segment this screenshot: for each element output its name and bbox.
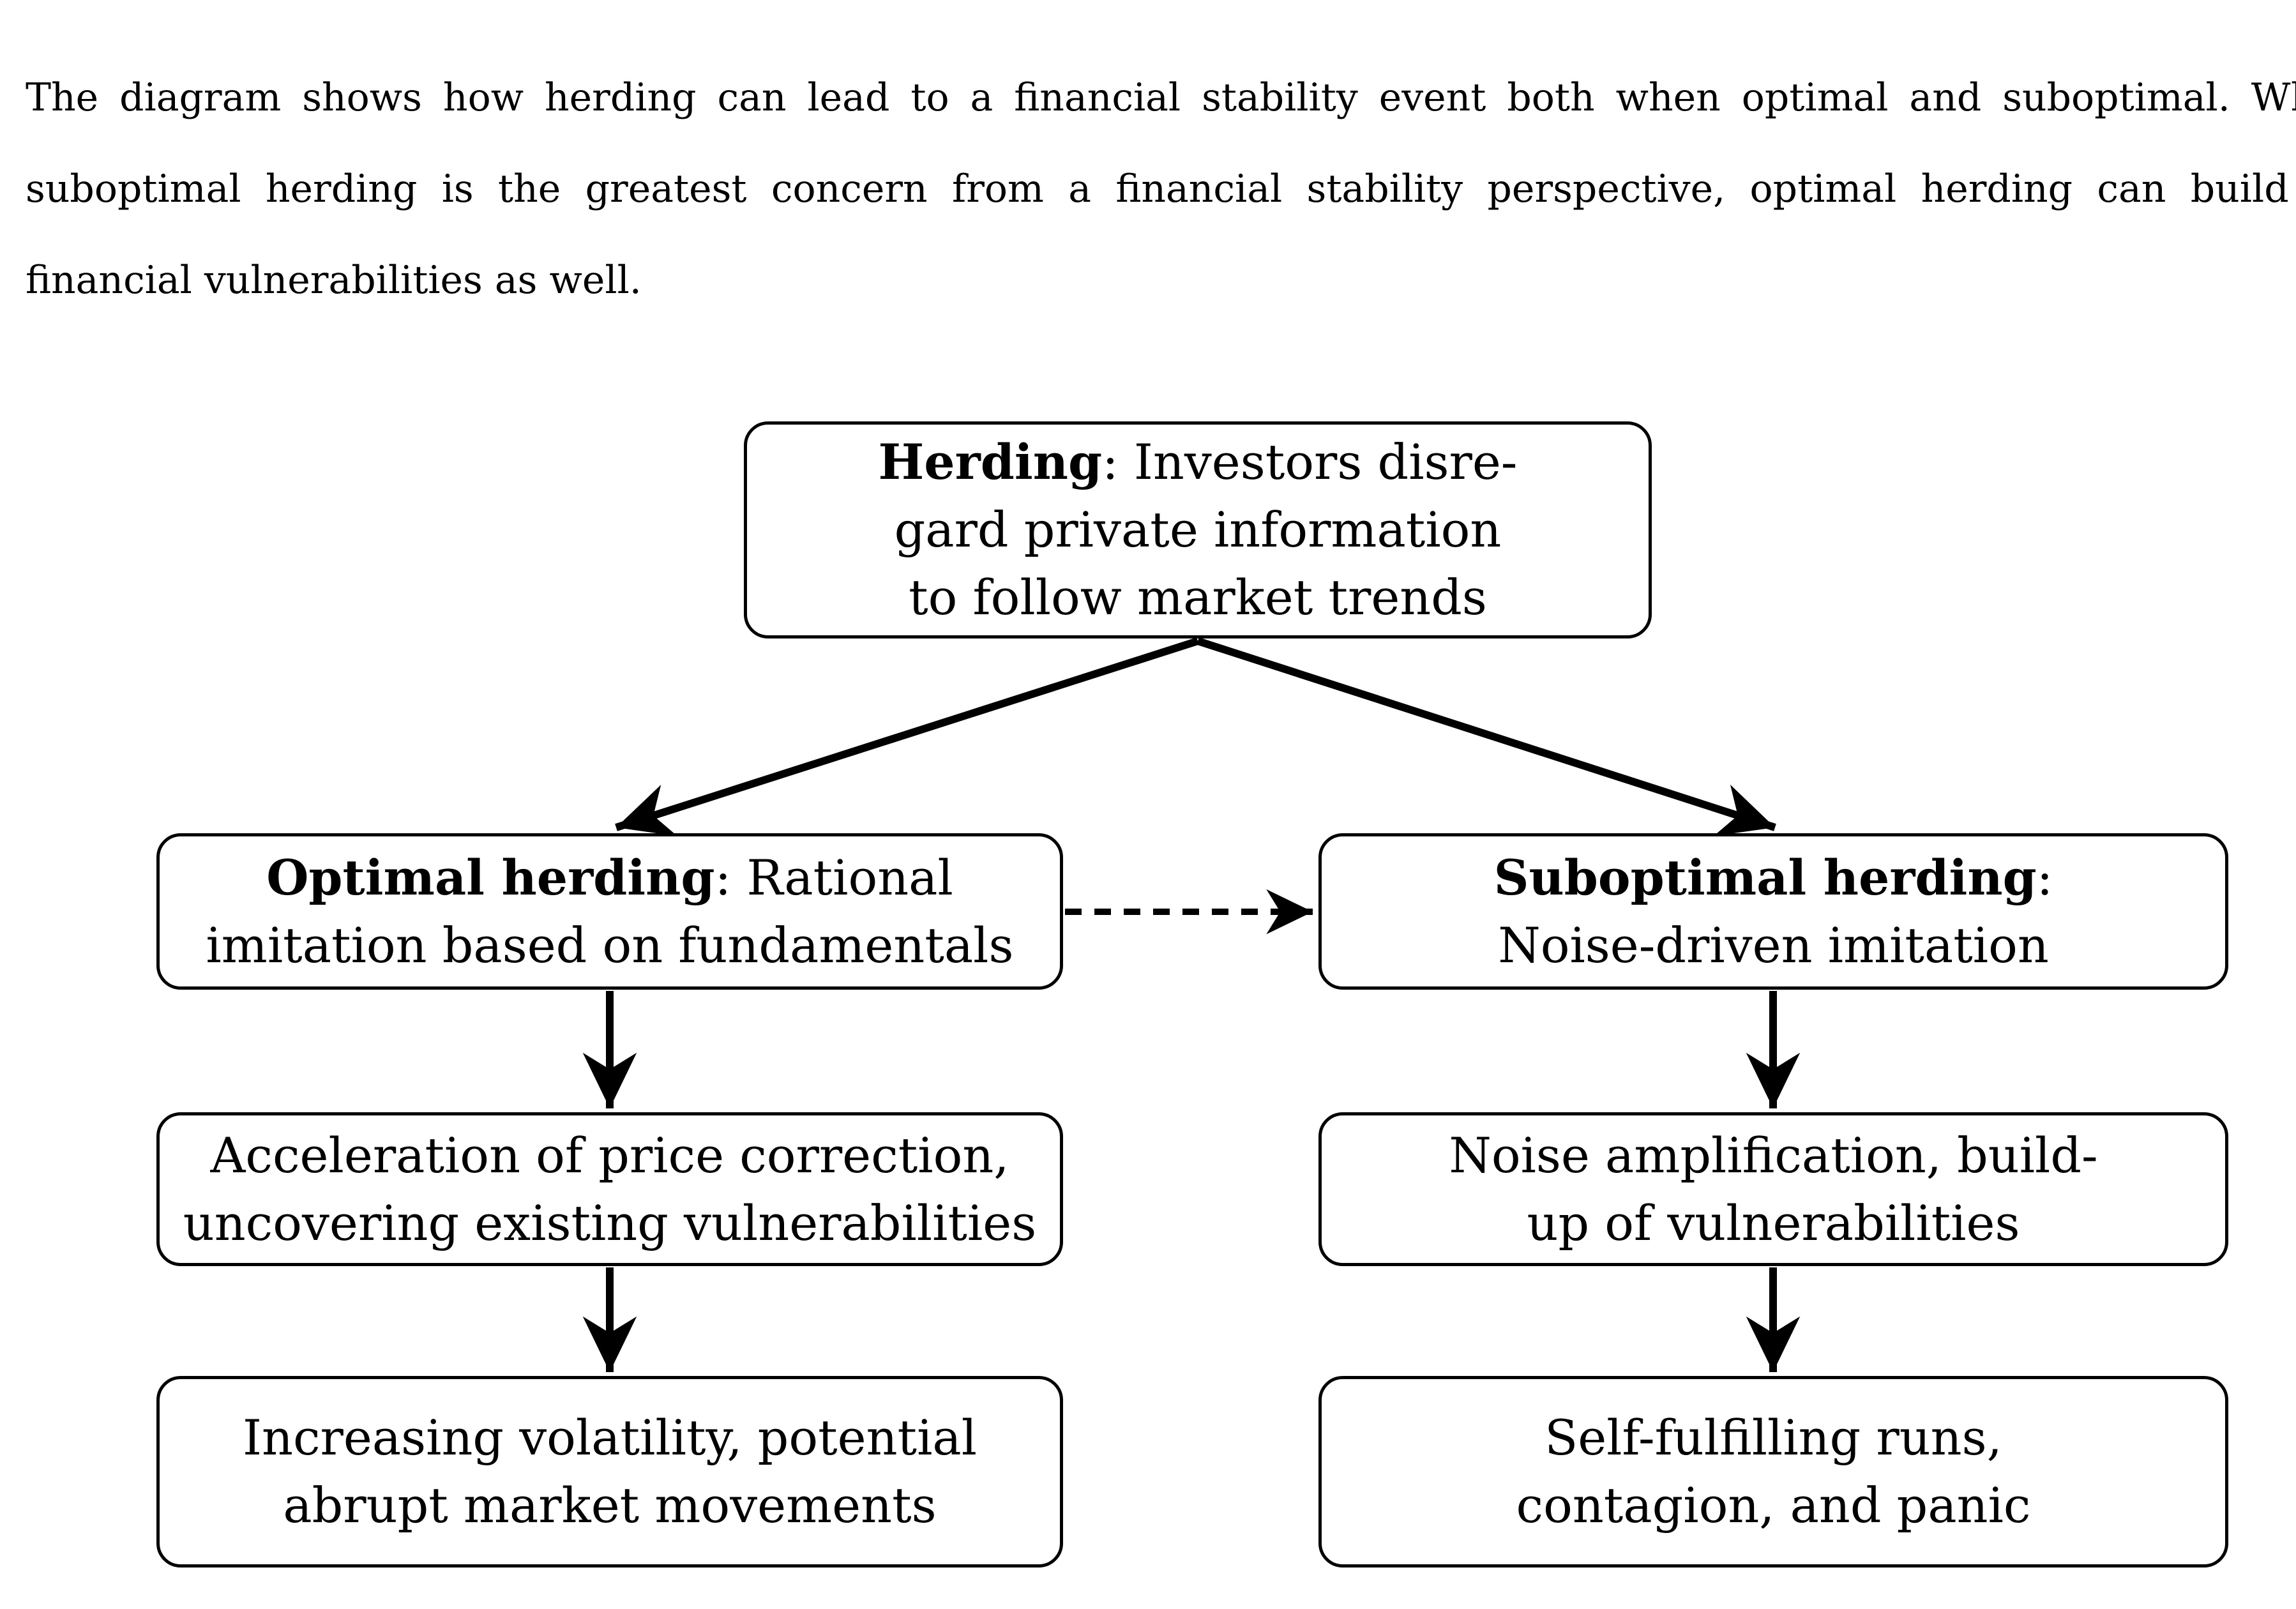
node-label-line: gard private information [894,501,1502,558]
intro-line-3: financial vulnerabilities as well. [26,258,642,303]
intro-line-1: The diagram shows how herding can lead t… [26,75,2296,120]
node-noise-amplification: Noise amplification, build-up of vulnera… [1318,1112,2228,1266]
node-label-line: imitation based on fundamentals [206,916,1014,974]
node-label-line: uncovering existing vulnerabilities [183,1194,1037,1251]
node-price-correction: Acceleration of price correction, uncover… [156,1112,1063,1266]
node-label-line: Herding: Investors disre- [878,434,1518,490]
arrow-herding-to-optimal [615,637,1199,836]
node-label-line: Acceleration of price correction, [210,1126,1009,1184]
node-label-line: abrupt market movements [283,1477,937,1534]
node-label-line: up of vulnerabilities [1527,1194,2020,1251]
node-label-line: Noise-driven imitation [1498,916,2049,974]
node-self-fulfilling-runs: Self-fulfilling runs, contagion, and pani… [1318,1376,2228,1567]
node-optimal-herding: Optimal herding: Rational imitation based… [156,833,1063,990]
intro-paragraph: The diagram shows how herding can lead t… [26,52,2296,326]
node-label-line: Increasing volatility, potential [242,1409,978,1466]
node-label-line: Self-fulfilling runs, [1545,1409,2002,1466]
node-label-line: Suboptimal herding: [1493,849,2053,906]
node-herding: Herding: Investors disre-gard private in… [744,421,1652,638]
node-label-line: Optimal herding: Rational [266,849,953,906]
node-suboptimal-herding: Suboptimal herding: Noise-driven imitatio… [1318,833,2228,990]
intro-line-2: suboptimal herding is the greatest conce… [26,167,2296,211]
node-label-line: to follow market trends [909,569,1487,626]
node-label-line: Noise amplification, build- [1449,1126,2098,1184]
node-label-line: contagion, and panic [1516,1477,2031,1534]
arrow-herding-to-suboptimal [1197,637,1776,836]
node-increasing-volatility: Increasing volatility, potential abrupt m… [156,1376,1063,1567]
